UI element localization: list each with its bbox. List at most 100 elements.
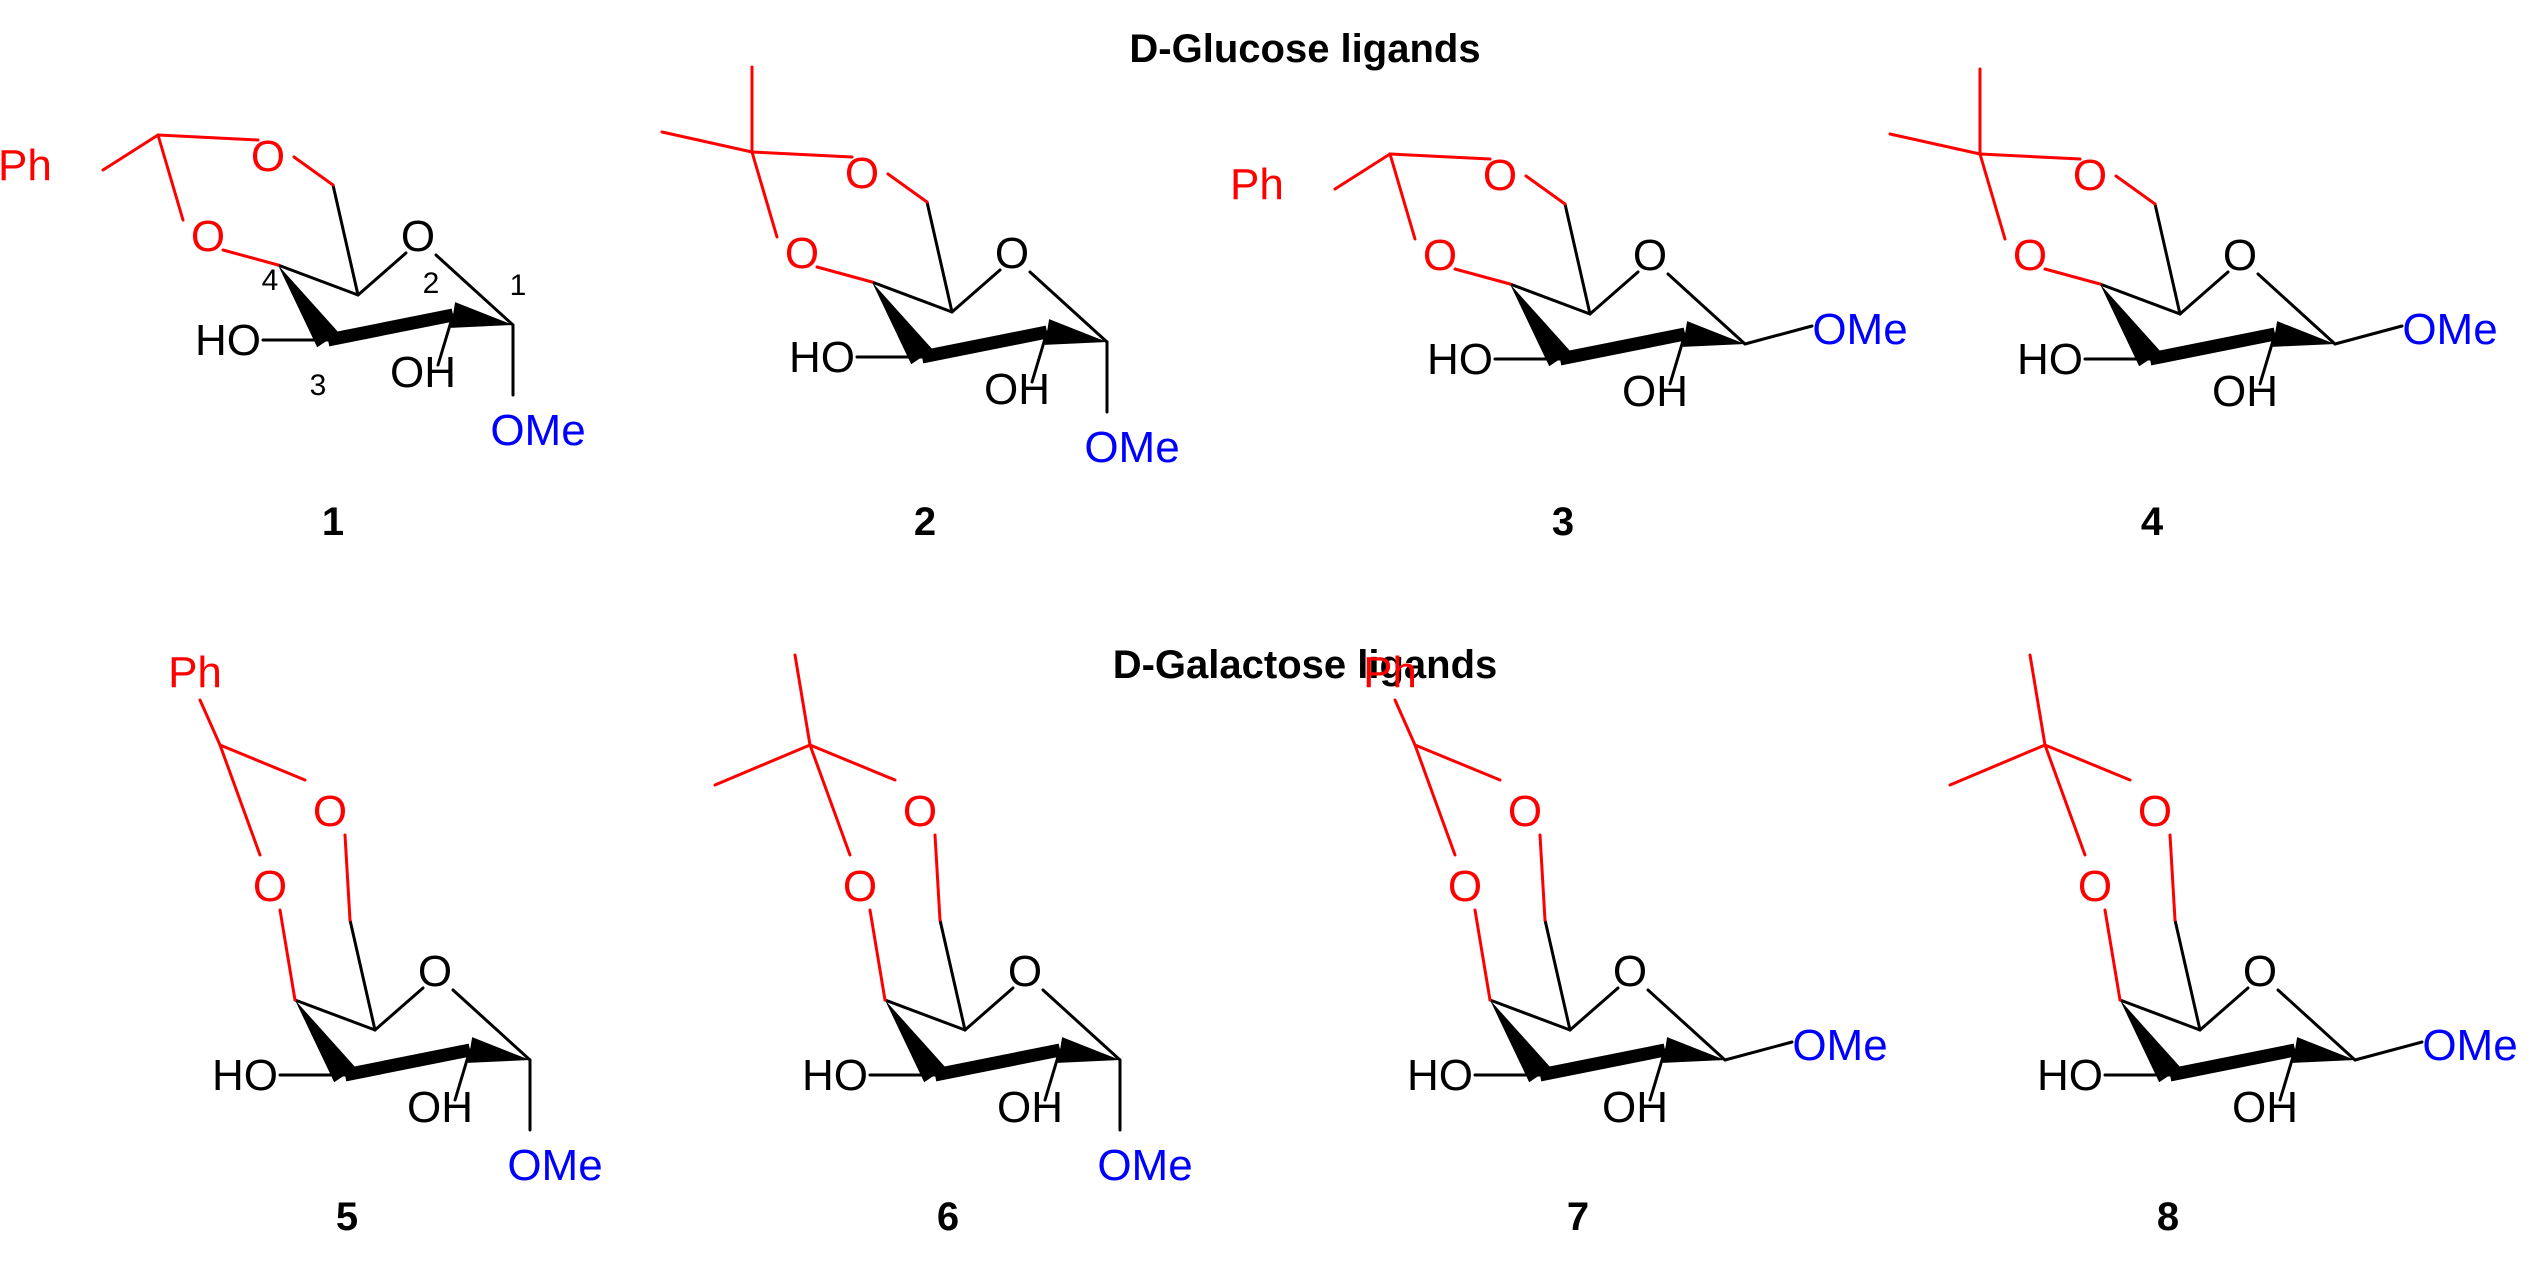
bold-bond — [326, 308, 455, 347]
wedge-bond — [2292, 1037, 2355, 1063]
acetal-bond — [156, 133, 185, 222]
ring-oxygen: O — [2223, 231, 2257, 280]
bond — [2353, 1040, 2424, 1062]
methyl-bond — [1948, 743, 2047, 787]
acetal-bond — [2103, 908, 2122, 1002]
hydroxyl-label: OH — [1602, 1083, 1668, 1132]
acetal-oxygen: O — [903, 787, 937, 836]
acetal-oxygen: O — [2013, 231, 2047, 280]
phenyl-label: Ph — [0, 141, 52, 190]
bond — [2256, 272, 2337, 346]
acetal-oxygen: O — [843, 862, 877, 911]
acetal-oxygen: O — [191, 212, 225, 261]
compound-number: 5 — [336, 1195, 358, 1239]
methoxy-label: OMe — [1097, 1141, 1192, 1190]
bond — [2153, 202, 2182, 316]
acetal-bond — [1393, 698, 1417, 747]
acetal-bond — [343, 833, 352, 922]
bond — [1030, 330, 1049, 384]
phenyl-label: Ph — [1230, 160, 1284, 209]
methoxy-label: OMe — [2422, 1021, 2517, 1070]
bond — [451, 988, 532, 1062]
bold-bond — [343, 1043, 472, 1082]
acetal-oxygen: O — [2073, 151, 2107, 200]
bond — [373, 986, 425, 1032]
acetal-bond — [808, 743, 852, 857]
hydroxyl-label: HO — [2017, 335, 2083, 384]
wedge-bond — [2100, 284, 2161, 367]
acetal-bond — [1388, 152, 1417, 241]
methyl-bond — [713, 743, 812, 787]
acetal-bond — [2114, 174, 2157, 206]
acetal-bond — [218, 743, 307, 782]
wedge-bond — [885, 1000, 946, 1083]
ring-oxygen: O — [1613, 947, 1647, 996]
hydroxyl-label: OH — [390, 348, 456, 397]
acetal-bond — [750, 150, 854, 159]
acetal-bond — [868, 908, 887, 1002]
carbon-number: 3 — [310, 369, 327, 402]
acetal-oxygen: O — [845, 149, 879, 198]
compound-number: 3 — [1552, 500, 1574, 544]
wedge-bond — [2272, 321, 2335, 347]
molecules: OOOPhHOOHOMe12341OOOHOOHOMe2OOOPhHOOHOMe… — [0, 65, 2518, 1239]
hydroxyl-label: OH — [984, 365, 1050, 414]
hydroxyl-label: HO — [2037, 1051, 2103, 1100]
hydroxyl-label: OH — [997, 1083, 1063, 1132]
methoxy-label: OMe — [1792, 1021, 1887, 1070]
methoxy-label: OMe — [490, 406, 585, 455]
bond — [293, 998, 377, 1032]
methoxy-label: OMe — [507, 1141, 602, 1190]
bond — [1563, 202, 1592, 316]
acetal-bond — [278, 908, 297, 1002]
bond — [1508, 282, 1592, 316]
bond — [453, 1048, 472, 1102]
compound-number: 8 — [2157, 1195, 2179, 1239]
acetal-bond — [886, 172, 929, 204]
ring-oxygen: O — [1008, 947, 1042, 996]
bold-bond — [1558, 327, 1687, 366]
bond — [276, 263, 360, 297]
acetal-bond — [292, 155, 335, 187]
hydroxyl-label: HO — [1407, 1051, 1473, 1100]
wedge-bond — [1662, 1037, 1725, 1063]
bond — [2118, 998, 2202, 1032]
acetal-bond — [1413, 743, 1502, 782]
acetal-bond — [1978, 152, 2082, 161]
bond — [2278, 1048, 2297, 1102]
hydroxyl-label: HO — [802, 1051, 868, 1100]
compound-number: 2 — [914, 500, 936, 544]
ring-oxygen: O — [995, 229, 1029, 278]
bond — [870, 280, 954, 314]
wedge-bond — [2120, 1000, 2181, 1083]
phenyl-label: Ph — [1363, 648, 1417, 697]
bold-bond — [2168, 1043, 2297, 1082]
acetal-bond — [1453, 267, 1512, 286]
acetal-bond — [2043, 743, 2132, 782]
acetal-bond — [1473, 908, 1492, 1002]
wedge-bond — [1044, 319, 1107, 345]
acetal-oxygen: O — [1508, 787, 1542, 836]
wedge-bond — [872, 282, 933, 365]
acetal-oxygen: O — [251, 132, 285, 181]
bond — [434, 253, 515, 327]
bold-bond — [933, 1043, 1062, 1082]
ring-oxygen: O — [401, 212, 435, 261]
methyl-bond — [1888, 132, 1982, 156]
methoxy-label: OMe — [2402, 305, 2497, 354]
bond — [1668, 332, 1687, 386]
bond — [1543, 918, 1572, 1032]
bond — [925, 200, 954, 314]
bold-bond — [1538, 1043, 1667, 1082]
wedge-bond — [1682, 321, 1745, 347]
bond — [1723, 1040, 1794, 1062]
acetal-bond — [1978, 152, 2007, 241]
acetal-bond — [808, 743, 897, 782]
acetal-oxygen: O — [253, 862, 287, 911]
heading-glucose: D-Glucose ligands — [1129, 27, 1480, 71]
bond — [1648, 1048, 1667, 1102]
compound-number: 6 — [937, 1195, 959, 1239]
